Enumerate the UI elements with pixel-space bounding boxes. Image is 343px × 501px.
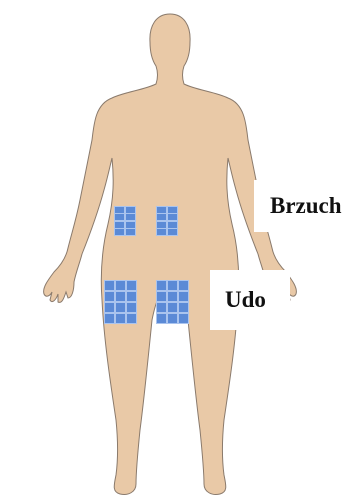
site-cell	[157, 207, 166, 213]
site-cell	[115, 214, 124, 220]
site-cell	[116, 292, 125, 301]
thigh-label: Udo	[210, 270, 290, 330]
site-cell	[179, 314, 188, 323]
site-cell	[105, 314, 114, 323]
site-cell	[105, 292, 114, 301]
thigh-left-site	[104, 280, 137, 324]
abdomen-left-site	[114, 206, 136, 236]
site-cell	[168, 281, 177, 290]
site-cell	[168, 229, 177, 235]
site-cell	[157, 214, 166, 220]
site-cell	[168, 292, 177, 301]
site-cell	[127, 303, 136, 312]
site-cell	[157, 292, 166, 301]
site-cell	[168, 303, 177, 312]
site-cell	[127, 314, 136, 323]
site-cell	[116, 314, 125, 323]
abdomen-right-site	[156, 206, 178, 236]
site-cell	[168, 222, 177, 228]
site-cell	[157, 281, 166, 290]
abdomen-label: Brzuch	[254, 180, 343, 232]
site-cell	[115, 229, 124, 235]
body-silhouette	[44, 14, 297, 495]
site-cell	[168, 314, 177, 323]
site-cell	[157, 303, 166, 312]
site-cell	[168, 207, 177, 213]
site-cell	[179, 281, 188, 290]
site-cell	[126, 207, 135, 213]
site-cell	[168, 214, 177, 220]
thigh-right-site	[156, 280, 189, 324]
site-cell	[126, 229, 135, 235]
site-cell	[116, 281, 125, 290]
site-cell	[157, 314, 166, 323]
site-cell	[126, 222, 135, 228]
site-cell	[105, 303, 114, 312]
site-cell	[116, 303, 125, 312]
site-cell	[127, 292, 136, 301]
site-cell	[179, 292, 188, 301]
site-cell	[115, 207, 124, 213]
site-cell	[127, 281, 136, 290]
site-cell	[115, 222, 124, 228]
site-cell	[126, 214, 135, 220]
site-cell	[157, 222, 166, 228]
site-cell	[157, 229, 166, 235]
site-cell	[105, 281, 114, 290]
site-cell	[179, 303, 188, 312]
